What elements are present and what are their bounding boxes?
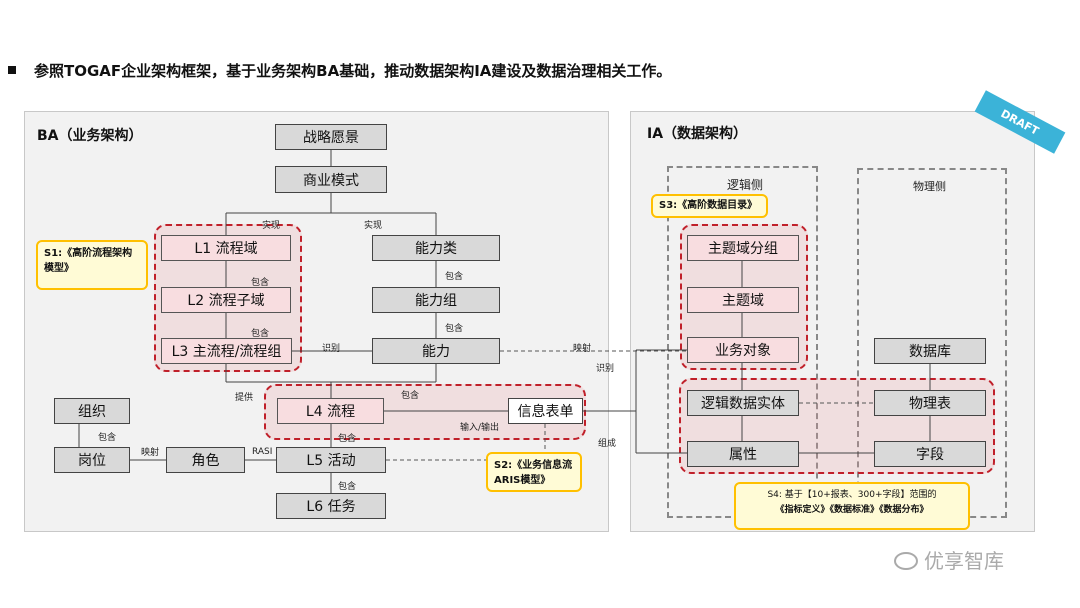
node-physical-table: 物理表 bbox=[874, 390, 986, 416]
label-contains-l1: 包含 bbox=[251, 278, 270, 288]
watermark: 优享智库 bbox=[894, 545, 1004, 574]
label-contains-l6: 包含 bbox=[338, 482, 357, 492]
node-strategy-vision: 战略愿景 bbox=[275, 124, 387, 150]
node-attribute: 属性 bbox=[687, 441, 799, 467]
square-bullet-icon bbox=[8, 66, 16, 74]
label-contains-l2: 包含 bbox=[251, 329, 270, 339]
node-l4-process: L4 流程 bbox=[277, 398, 384, 424]
node-post: 岗位 bbox=[54, 447, 130, 473]
label-identify: 识别 bbox=[322, 344, 341, 354]
label-realize-right: 实现 bbox=[364, 221, 383, 231]
page-heading: 参照TOGAF企业架构框架，基于业务架构BA基础，推动数据架构IA建设及数据治理… bbox=[8, 60, 671, 81]
node-capability: 能力 bbox=[372, 338, 500, 364]
node-logical-entity: 逻辑数据实体 bbox=[687, 390, 799, 416]
label-input-output: 输入/输出 bbox=[460, 423, 500, 433]
node-business-model: 商业模式 bbox=[275, 166, 387, 193]
label-identify-ia: 识别 bbox=[596, 364, 615, 374]
label-contains-org: 包含 bbox=[98, 433, 117, 443]
label-map-ia: 映射 bbox=[573, 344, 592, 354]
callout-s2-text: S2:《业务信息流ARIS模型》 bbox=[494, 460, 573, 486]
ba-panel-title: BA（业务架构） bbox=[37, 128, 143, 144]
logical-side-label: 逻辑侧 bbox=[727, 178, 764, 192]
physical-side-label: 物理侧 bbox=[913, 180, 946, 193]
node-l6-task: L6 任务 bbox=[276, 493, 386, 519]
ia-panel-title: IA（数据架构） bbox=[647, 126, 748, 142]
node-subject-domain: 主题域 bbox=[687, 287, 799, 313]
node-l1-process-domain: L1 流程域 bbox=[161, 235, 291, 261]
node-l3-main-process: L3 主流程/流程组 bbox=[161, 338, 292, 364]
node-database: 数据库 bbox=[874, 338, 986, 364]
node-subject-domain-group: 主题域分组 bbox=[687, 235, 799, 261]
heading-text: 参照TOGAF企业架构框架，基于业务架构BA基础，推动数据架构IA建设及数据治理… bbox=[34, 62, 672, 80]
node-field: 字段 bbox=[874, 441, 986, 467]
label-realize-left: 实现 bbox=[262, 221, 281, 231]
node-info-form: 信息表单 bbox=[508, 398, 583, 424]
node-organization: 组织 bbox=[54, 398, 130, 424]
watermark-text: 优享智库 bbox=[924, 549, 1004, 573]
wechat-icon bbox=[894, 552, 918, 570]
callout-s2: S2:《业务信息流ARIS模型》 bbox=[486, 452, 582, 492]
label-provide: 提供 bbox=[235, 393, 254, 403]
callout-s3: S3:《高阶数据目录》 bbox=[651, 194, 768, 218]
callout-s3-text: S3:《高阶数据目录》 bbox=[659, 200, 758, 211]
node-role: 角色 bbox=[166, 447, 245, 473]
node-capability-class: 能力类 bbox=[372, 235, 500, 261]
node-business-object: 业务对象 bbox=[687, 337, 799, 363]
label-contains-cap2: 包含 bbox=[445, 324, 464, 334]
node-capability-group: 能力组 bbox=[372, 287, 500, 313]
label-contains-cap1: 包含 bbox=[445, 272, 464, 282]
label-rasi: RASI bbox=[252, 447, 273, 457]
callout-s1-text: S1:《高阶流程架构模型》 bbox=[44, 248, 133, 274]
label-compose: 组成 bbox=[598, 439, 617, 449]
node-l5-activity: L5 活动 bbox=[276, 447, 386, 473]
label-contains-l4: 包含 bbox=[401, 391, 420, 401]
callout-s1: S1:《高阶流程架构模型》 bbox=[36, 240, 148, 290]
callout-s4-line1: S4: 基于【10+报表、300+字段】范围的 bbox=[767, 490, 937, 500]
callout-s4-line2: 《指标定义》《数据标准》《数据分布》 bbox=[775, 505, 929, 515]
label-contains-l5: 包含 bbox=[338, 434, 357, 444]
node-l2-process-subdomain: L2 流程子域 bbox=[161, 287, 291, 313]
callout-s4: S4: 基于【10+报表、300+字段】范围的 《指标定义》《数据标准》《数据分… bbox=[734, 482, 970, 530]
label-map-role: 映射 bbox=[141, 448, 160, 458]
